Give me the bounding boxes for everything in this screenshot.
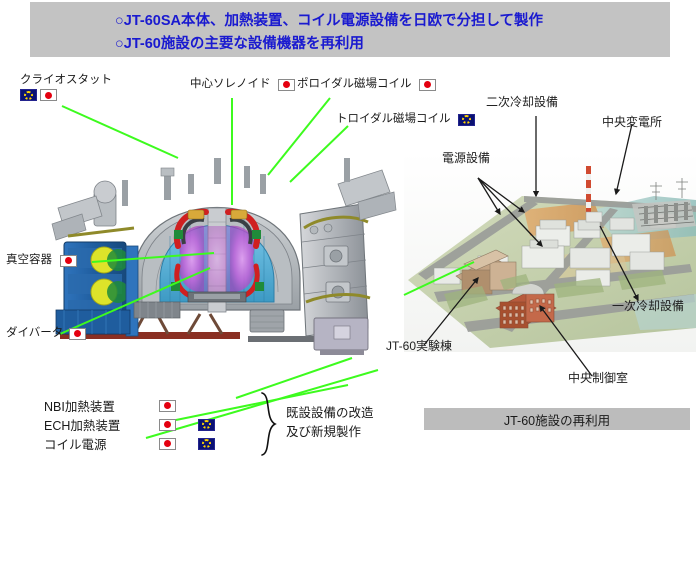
label-central-solenoid: 中心ソレノイド — [190, 78, 295, 92]
label-poloidal-coil: ポロイダル磁場コイル — [297, 78, 436, 92]
japan-flag-icon — [40, 89, 57, 101]
japan-flag-icon — [159, 437, 176, 450]
eu-flag-icon — [198, 418, 215, 431]
japan-flag-icon — [159, 399, 176, 412]
label-toroidal-coil-text: トロイダル磁場コイル — [336, 113, 451, 125]
label-control-room: 中央制御室 — [568, 371, 629, 385]
label-vacuum-vessel-text: 真空容器 — [6, 254, 52, 266]
header-line-2: ○JT-60施設の主要な設備機器を再利用 — [115, 36, 364, 52]
legend-item-flags — [159, 399, 215, 412]
legend-brace — [259, 391, 279, 457]
legend-item-label: NBI加熱装置 — [44, 400, 115, 414]
label-cryostat: クライオスタット — [20, 74, 112, 101]
japan-flag-icon — [277, 78, 295, 91]
japan-flag-icon — [159, 418, 176, 431]
procurement-legend: NBI加熱装置 ECH加熱装置 コイル電源 — [44, 396, 215, 453]
label-vacuum-vessel: 真空容器 — [6, 254, 78, 268]
label-cryostat-text: クライオスタット — [20, 74, 112, 86]
legend-row: ECH加熱装置 — [44, 415, 215, 434]
legend-row: NBI加熱装置 — [44, 396, 215, 415]
header-band: ○JT-60SA本体、加熱装置、コイル電源設備を日欧で分担して製作 ○JT-60… — [30, 2, 670, 57]
label-substation: 中央変電所 — [602, 115, 663, 129]
legend-note-line1: 既設設備の改造 — [286, 406, 374, 420]
legend-row: コイル電源 — [44, 434, 215, 453]
japan-flag-icon — [418, 78, 436, 91]
label-primary-cooling: 一次冷却設備 — [612, 299, 685, 313]
header-line-1: ○JT-60SA本体、加熱装置、コイル電源設備を日欧で分担して製作 — [115, 13, 544, 29]
photo-caption-box: JT-60施設の再利用 — [424, 408, 690, 430]
photo-caption-text: JT-60施設の再利用 — [503, 413, 611, 428]
jt60sa-tokamak-illustration — [38, 96, 398, 364]
eu-flag-icon — [457, 113, 475, 126]
label-divertor: ダイバータ — [6, 327, 87, 341]
eu-flag-icon — [198, 437, 215, 450]
eu-flag-icon — [20, 89, 37, 101]
label-divertor-text: ダイバータ — [6, 327, 64, 339]
eu-flag-placeholder — [198, 400, 215, 412]
label-poloidal-coil-text: ポロイダル磁場コイル — [297, 78, 412, 90]
japan-flag-icon — [60, 254, 78, 267]
japan-flag-icon — [69, 327, 87, 340]
legend-note: 既設設備の改造 及び新規製作 — [286, 404, 374, 442]
slide-root: ○JT-60SA本体、加熱装置、コイル電源設備を日欧で分担して製作 ○JT-60… — [6, 2, 696, 457]
label-toroidal-coil: トロイダル磁場コイル — [336, 113, 475, 127]
legend-item-flags — [159, 418, 215, 431]
legend-item-flags — [159, 437, 215, 450]
label-experiment-hall: JT-60実験棟 — [386, 339, 453, 353]
label-secondary-cooling: 二次冷却設備 — [486, 95, 559, 109]
legend-item-label: コイル電源 — [44, 438, 107, 452]
legend-note-line2: 及び新規製作 — [286, 425, 362, 439]
legend-item-label: ECH加熱装置 — [44, 419, 121, 433]
label-central-solenoid-text: 中心ソレノイド — [190, 78, 271, 90]
label-power-supply: 電源設備 — [442, 151, 491, 165]
label-cryostat-flags — [20, 89, 57, 101]
